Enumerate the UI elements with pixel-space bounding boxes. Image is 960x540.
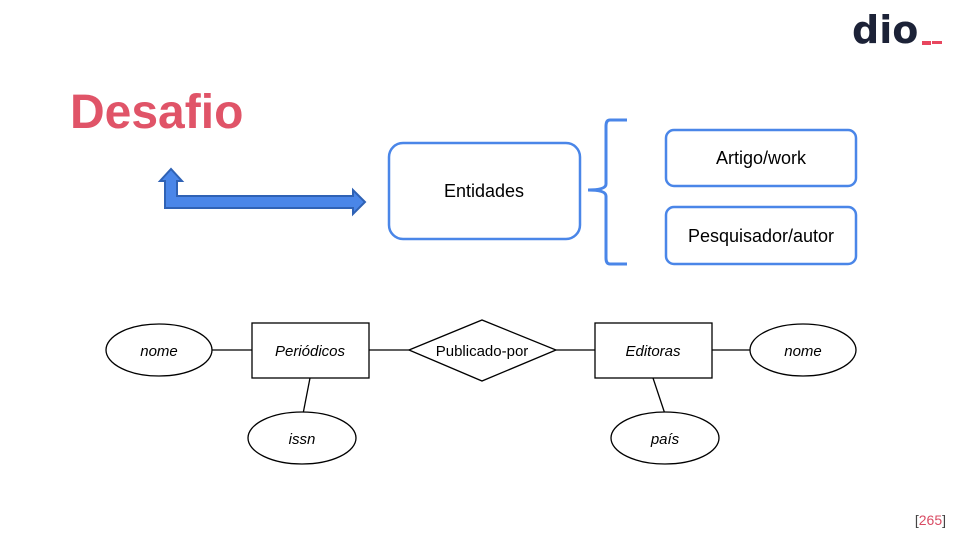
artigo-label: Artigo/work [716, 148, 807, 168]
page-number-value: 265 [918, 512, 943, 528]
dio-logo: dio [852, 8, 942, 52]
attribute-nome-editoras [749, 323, 857, 377]
entity-periodicos-label: Periódicos [275, 343, 346, 360]
pesquisador-box [664, 205, 858, 266]
entity-editoras [594, 322, 713, 379]
relationship-publicado-por-label: Publicado-por [436, 343, 529, 360]
attribute-pais-label: país [650, 431, 680, 448]
blue-bent-arrow-icon [157, 167, 367, 217]
entity-periodicos [251, 322, 370, 379]
er-connectors [212, 349, 750, 415]
attribute-nome-periodicos-label: nome [140, 343, 178, 360]
logo-accent-underscore [932, 41, 942, 44]
pesquisador-label: Pesquisador/autor [688, 226, 834, 246]
attribute-nome-periodicos [105, 323, 213, 377]
page-number: [265] [914, 512, 946, 528]
curly-brace-icon [587, 118, 627, 266]
connector-editoras-pais [652, 377, 666, 415]
connector-periodicos-issn [302, 377, 311, 415]
logo-accent-dot [922, 41, 931, 45]
artigo-box [664, 128, 858, 188]
entidades-box [387, 141, 582, 241]
relationship-publicado-por [407, 319, 558, 382]
attribute-issn-label: issn [289, 431, 316, 448]
attribute-issn [247, 411, 357, 465]
logo-text: dio [852, 8, 918, 52]
entidades-label: Entidades [444, 181, 524, 201]
attribute-pais [610, 411, 720, 465]
page-title: Desafio [70, 86, 243, 139]
entity-editoras-label: Editoras [625, 343, 681, 360]
attribute-nome-editoras-label: nome [784, 343, 822, 360]
